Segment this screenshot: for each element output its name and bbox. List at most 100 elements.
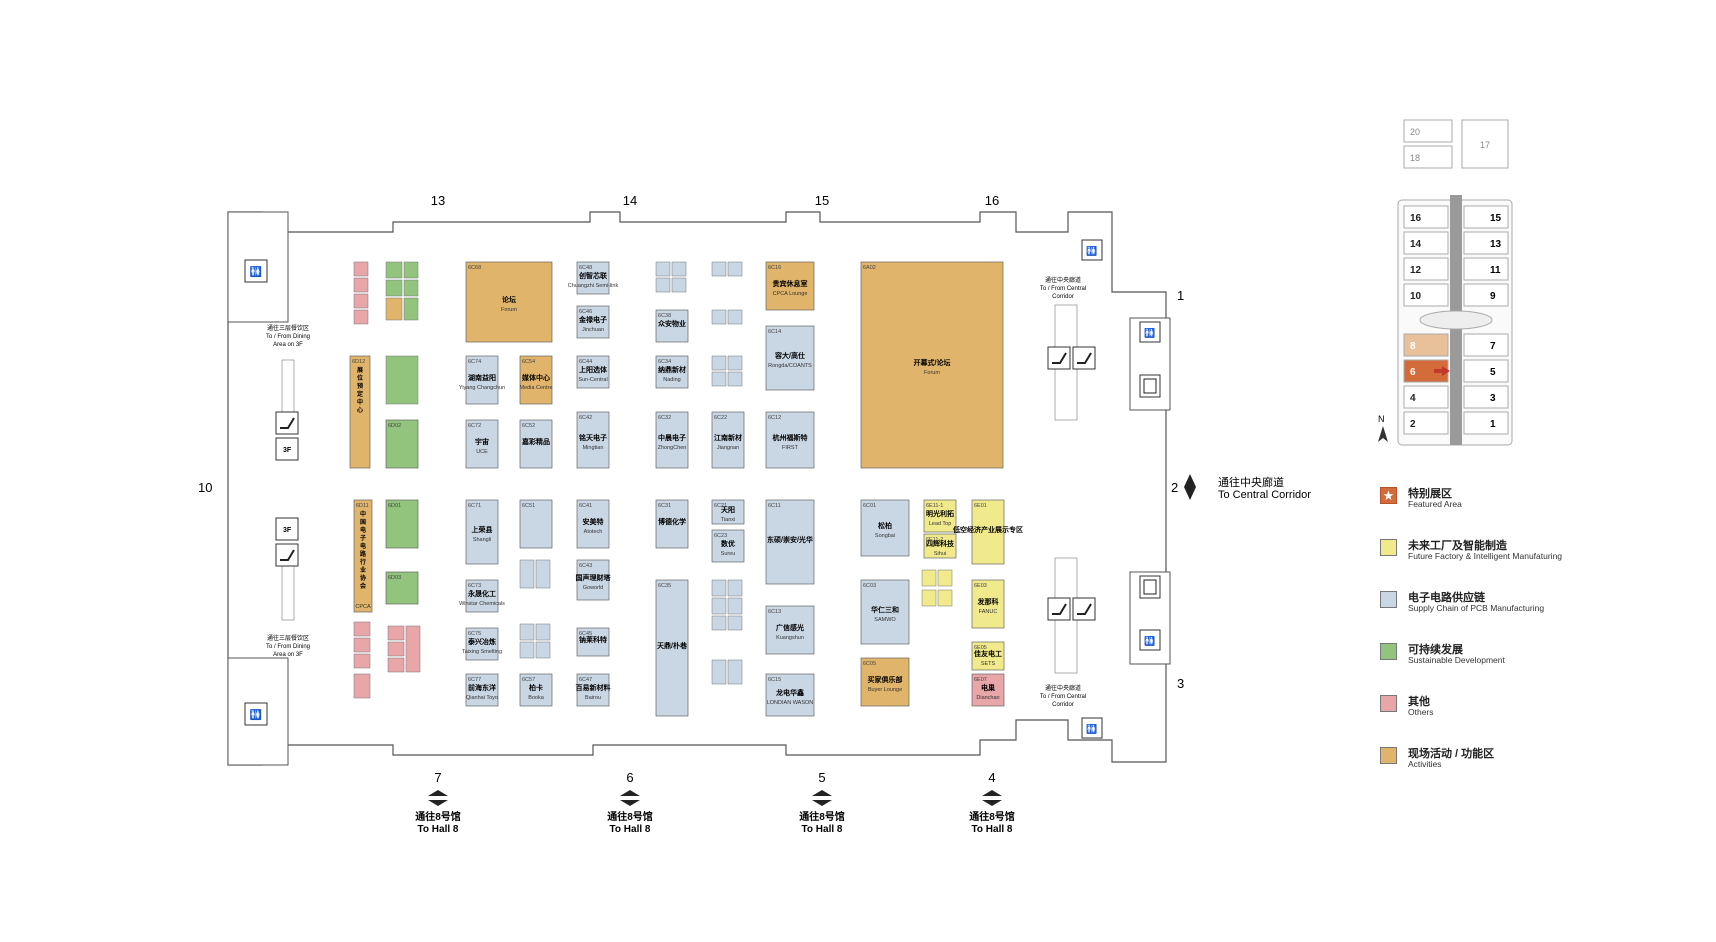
booth-6d02[interactable]: 6D02 — [385, 419, 419, 469]
small-booth[interactable] — [353, 261, 369, 277]
small-booth[interactable] — [353, 277, 369, 293]
booth-6c51[interactable]: 6C51 — [519, 499, 553, 549]
booth-6d03[interactable]: 6D03 — [385, 571, 419, 605]
small-booth[interactable] — [353, 673, 371, 699]
small-booth[interactable] — [711, 261, 727, 277]
small-booth[interactable] — [387, 657, 405, 673]
small-booth[interactable] — [937, 589, 953, 607]
small-booth[interactable] — [353, 653, 371, 669]
small-booth[interactable] — [387, 641, 405, 657]
small-booth[interactable] — [727, 659, 743, 685]
small-booth[interactable] — [535, 641, 551, 659]
small-booth[interactable] — [519, 641, 535, 659]
small-booth[interactable] — [711, 309, 727, 325]
small-booth[interactable] — [655, 277, 671, 293]
small-booth[interactable] — [711, 371, 727, 387]
small-booth[interactable] — [385, 261, 403, 279]
small-booth[interactable] — [385, 279, 403, 297]
small-booth[interactable] — [387, 625, 405, 641]
small-booth[interactable] — [519, 559, 535, 589]
small-booth[interactable] — [921, 589, 937, 607]
small-booth[interactable] — [921, 569, 937, 587]
small-booth[interactable] — [937, 569, 953, 587]
small-booth[interactable] — [385, 297, 403, 321]
small-booth[interactable] — [727, 355, 743, 371]
small-booth[interactable] — [671, 277, 687, 293]
small-booth[interactable] — [519, 623, 535, 641]
small-booth[interactable] — [385, 355, 419, 405]
booth-name-zh: 中晨电子 — [658, 433, 686, 442]
small-booth[interactable] — [353, 637, 371, 653]
small-booth[interactable] — [403, 297, 419, 321]
small-booth[interactable] — [403, 279, 419, 297]
small-booth[interactable] — [535, 623, 551, 641]
small-booth[interactable] — [711, 615, 727, 631]
small-booth[interactable] — [403, 261, 419, 279]
small-booth[interactable] — [711, 579, 727, 597]
small-booth[interactable] — [353, 309, 369, 325]
small-booth[interactable] — [711, 659, 727, 685]
small-booth[interactable] — [535, 559, 551, 589]
small-booth[interactable] — [405, 625, 421, 673]
small-booth[interactable] — [655, 261, 671, 277]
small-booth[interactable] — [711, 597, 727, 615]
small-booth[interactable] — [727, 309, 743, 325]
booth-name-zh: 湖南益阳 — [468, 373, 496, 382]
small-booth[interactable] — [711, 355, 727, 371]
small-booth[interactable] — [727, 261, 743, 277]
small-booth[interactable] — [353, 293, 369, 309]
small-booth[interactable] — [727, 371, 743, 387]
small-booth[interactable] — [727, 615, 743, 631]
booth-6d01[interactable]: 6D01 — [385, 499, 419, 549]
small-booth[interactable] — [727, 597, 743, 615]
small-booth[interactable] — [353, 621, 371, 637]
small-booth[interactable] — [727, 579, 743, 597]
small-booth[interactable] — [671, 261, 687, 277]
dining-label-bottom: 通往三层餐饮区 To / From Dining Area on 3F — [266, 634, 310, 658]
